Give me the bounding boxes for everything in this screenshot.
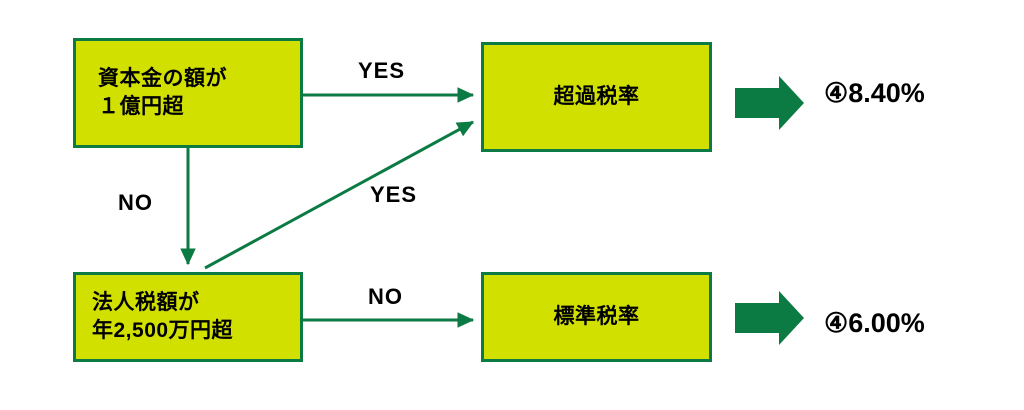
block-arrow-excess-result xyxy=(735,76,804,130)
node-excess-tax-rate[interactable]: 超過税率 xyxy=(481,42,712,152)
edge-label-capital-no: NO xyxy=(118,190,153,215)
node-corptax-line-2: 年2,500万円超 xyxy=(92,319,234,342)
node-excess-rate-label: 超過税率 xyxy=(553,84,640,108)
node-standard-rate-label: 標準税率 xyxy=(553,304,640,328)
node-corporate-tax-condition[interactable]: 法人税額が 年2,500万円超 xyxy=(73,272,303,362)
node-standard-tax-rate[interactable]: 標準税率 xyxy=(481,272,712,362)
result-standard-tax-rate-value: ④6.00% xyxy=(824,308,925,338)
edge-label-capital-yes: YES xyxy=(358,58,406,83)
block-arrow-standard-result xyxy=(735,291,804,345)
edge-label-corptax-no: NO xyxy=(368,284,403,309)
result-excess-tax-rate-value: ④8.40% xyxy=(824,78,925,108)
node-corptax-line-1: 法人税額が xyxy=(92,290,200,314)
edge-label-corptax-yes: YES xyxy=(370,182,418,207)
node-capital-line-2: １億円超 xyxy=(98,95,184,118)
node-capital-line-1: 資本金の額が xyxy=(98,66,227,90)
node-capital-amount-condition[interactable]: 資本金の額が １億円超 xyxy=(73,38,303,148)
